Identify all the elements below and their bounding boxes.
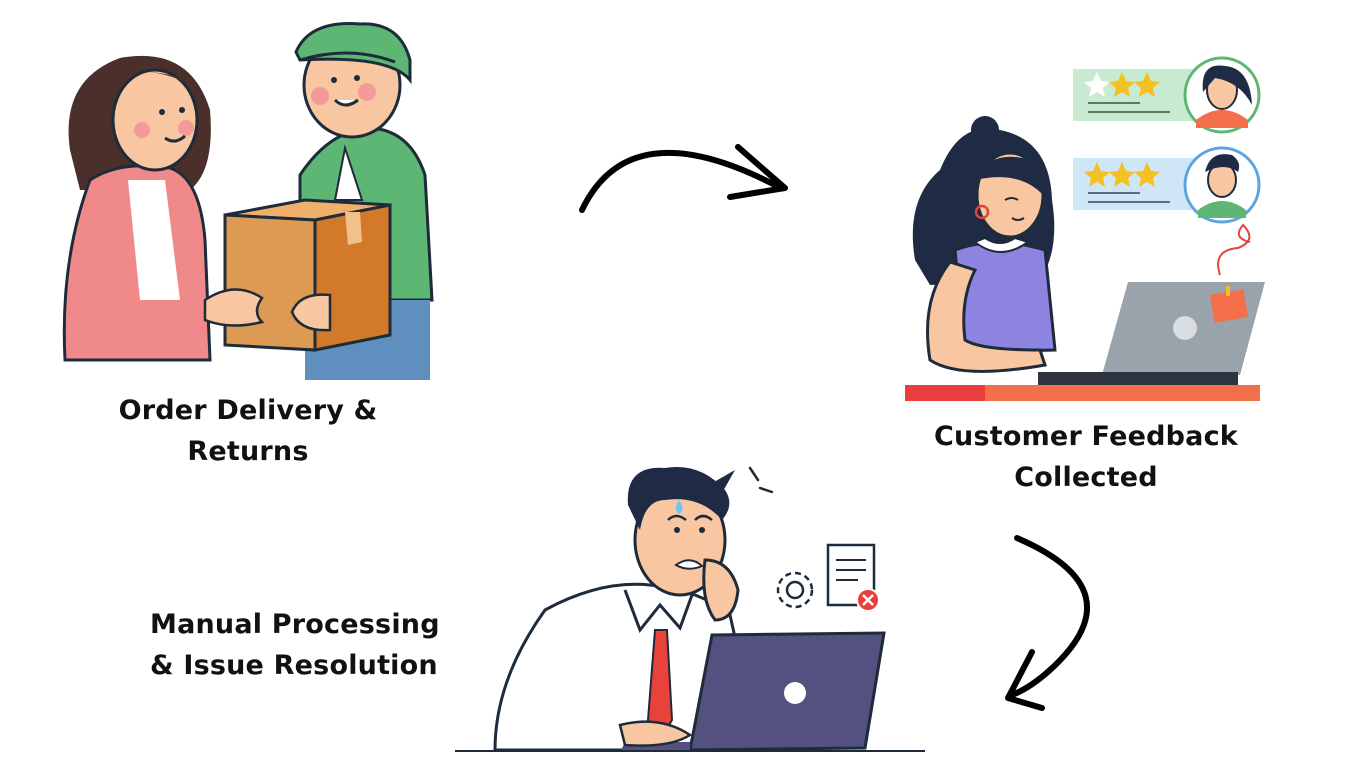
step-label-line: Order Delivery & xyxy=(118,395,378,426)
rating-card xyxy=(1073,146,1261,224)
manual-illustration xyxy=(455,466,925,752)
delivery-illustration xyxy=(62,22,434,380)
step-label-manual-processing: Manual Processing & Issue Resolution xyxy=(150,604,440,686)
step-label-line: & Issue Resolution xyxy=(150,650,438,681)
arrow-feedback-to-manual xyxy=(1005,535,1090,711)
rating-card xyxy=(1073,56,1261,134)
star-icon xyxy=(1134,162,1160,187)
star-icon xyxy=(1084,72,1110,97)
step-label-line: Customer Feedback xyxy=(934,421,1238,452)
star-icon xyxy=(1134,72,1160,97)
step-label-order-delivery: Order Delivery & Returns xyxy=(118,390,378,472)
step-label-line: Collected xyxy=(1014,462,1158,493)
step-label-customer-feedback: Customer Feedback Collected xyxy=(930,416,1242,498)
star-icon xyxy=(1109,72,1135,97)
arrow-delivery-to-feedback xyxy=(579,144,788,213)
star-icon xyxy=(1084,162,1110,187)
step-label-line: Manual Processing xyxy=(150,609,440,640)
star-icon xyxy=(1109,162,1135,187)
step-label-line: Returns xyxy=(187,436,309,467)
feedback-illustration xyxy=(905,56,1265,401)
